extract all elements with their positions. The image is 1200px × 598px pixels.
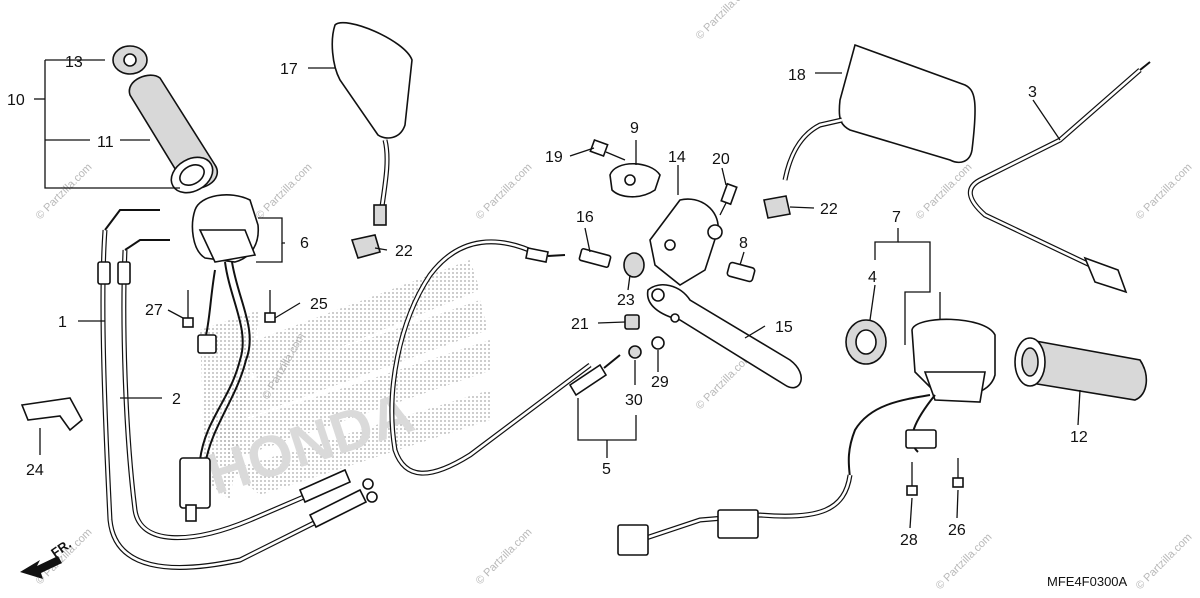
right-grip [1014, 337, 1148, 401]
watermark-text: © Partzilla.com [474, 161, 535, 222]
switch-8 [726, 261, 756, 283]
clutch-cable [389, 239, 621, 476]
callout-16: 16 [576, 209, 594, 226]
clutch-lever [646, 284, 802, 389]
leader-lines [34, 59, 1081, 529]
left-grip [112, 45, 218, 194]
callout-9: 9 [630, 120, 639, 137]
callout-28: 28 [900, 532, 918, 549]
adjuster-bolt [578, 247, 612, 269]
collar-23 [623, 252, 645, 278]
band-clamp [20, 397, 84, 432]
screw-26 [952, 458, 964, 488]
callout-7: 7 [892, 209, 901, 226]
callout-13: 13 [65, 54, 83, 71]
callout-14: 14 [668, 149, 686, 166]
watermark-text: © Partzilla.com [1134, 531, 1195, 592]
callout-5: 5 [602, 461, 611, 478]
watermark-text: © Partzilla.com [914, 161, 975, 222]
left-mirror [331, 21, 413, 226]
honda-wing-logo: HONDA [199, 260, 492, 507]
watermark-text: © Partzilla.com [474, 526, 535, 587]
callout-25: 25 [310, 296, 328, 313]
callout-21: 21 [571, 316, 589, 333]
watermark-text: © Partzilla.com [34, 526, 95, 587]
screw-27 [182, 290, 194, 328]
callout-1: 1 [58, 314, 67, 331]
watermark-text: © Partzilla.com [694, 0, 755, 42]
wiring-harness [617, 474, 853, 556]
callout-11: 11 [97, 134, 114, 151]
callout-4: 4 [868, 269, 877, 286]
watermark-text: © Partzilla.com [254, 161, 315, 222]
bolt-21 [624, 314, 640, 330]
mirror-nut-right [763, 195, 791, 219]
bolt-20 [719, 182, 738, 216]
callout-22-left: 22 [395, 243, 413, 260]
callout-20: 20 [712, 151, 730, 168]
callout-2: 2 [172, 391, 181, 408]
screw-25 [264, 290, 276, 323]
right-mirror [782, 43, 976, 181]
callout-19: 19 [545, 149, 563, 166]
watermark-text: © Partzilla.com [934, 531, 995, 592]
left-switch-housing [179, 194, 260, 522]
lever-bracket [649, 198, 723, 286]
bolt-19 [589, 138, 626, 161]
screw-28 [906, 462, 918, 496]
callout-22-right: 22 [820, 201, 838, 218]
callout-12: 12 [1070, 429, 1088, 446]
grip-seal [845, 319, 887, 365]
watermark-text: © Partzilla.com [1134, 161, 1195, 222]
holder-9 [609, 163, 661, 198]
callout-29: 29 [651, 374, 669, 391]
callout-15: 15 [775, 319, 793, 336]
callout-6: 6 [300, 235, 309, 252]
right-switch-housing [847, 318, 996, 481]
callout-10: 10 [7, 92, 25, 109]
callout-3: 3 [1028, 84, 1037, 101]
nut-30 [628, 345, 642, 359]
throttle-cables [97, 209, 378, 570]
nut-29 [651, 336, 665, 350]
callout-17: 17 [280, 61, 298, 78]
mirror-nut-left [350, 234, 381, 259]
callout-8: 8 [739, 235, 748, 252]
callout-24: 24 [26, 462, 44, 479]
callout-30: 30 [625, 392, 643, 409]
callout-labels: 10 13 11 17 6 22 27 25 1 2 24 9 19 14 20… [7, 54, 1088, 549]
callout-23: 23 [617, 292, 635, 309]
callout-26: 26 [948, 522, 966, 539]
diagram-code: MFE4F0300A [1047, 574, 1128, 589]
choke-cable [968, 61, 1151, 294]
callout-27: 27 [145, 302, 163, 319]
watermark-text: © Partzilla.com [34, 161, 95, 222]
callout-18: 18 [788, 67, 806, 84]
